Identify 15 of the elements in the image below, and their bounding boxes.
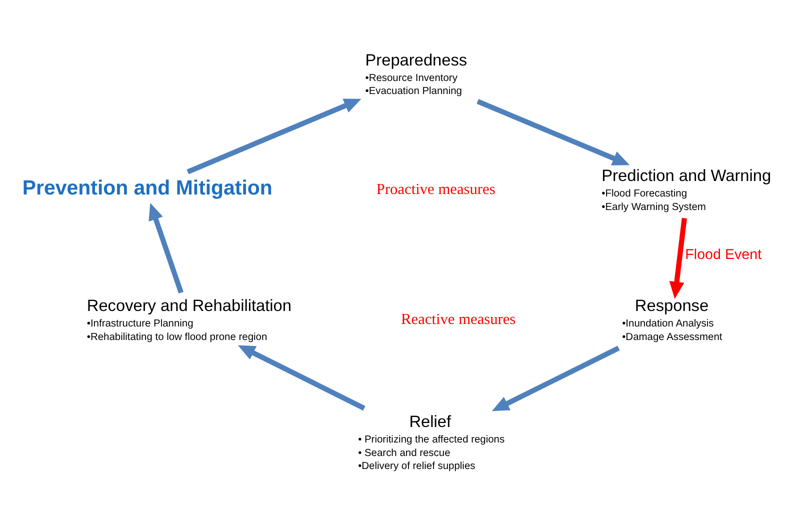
arrow [491, 346, 620, 412]
node-text: Prevention and Mitigation [22, 176, 272, 200]
arrow [186, 98, 361, 174]
node-text: Relief • Prioritizing the affected regions • Search and rescue •Delivery of relief supplies [358, 413, 504, 472]
arrow [148, 202, 183, 294]
arrow [476, 99, 630, 166]
node-text: Prediction and Warning •Flood Forecasting •Early Warning System [601, 166, 771, 213]
arrow [668, 218, 686, 299]
node-text: Recovery and Rehabilitation •Infrastructure Planning •Rehabilitating to low flood prone region [86, 296, 292, 343]
node-text: Preparedness •Resource Inventory •Evacuation Planning [364, 51, 467, 98]
node-text: Response •Inundation Analysis •Damage Assessment [622, 296, 722, 343]
label: Reactive measures [400, 310, 516, 328]
edge-label: Flood Event [684, 247, 762, 264]
arrow [237, 345, 365, 411]
label: Proactive measures [376, 180, 495, 198]
